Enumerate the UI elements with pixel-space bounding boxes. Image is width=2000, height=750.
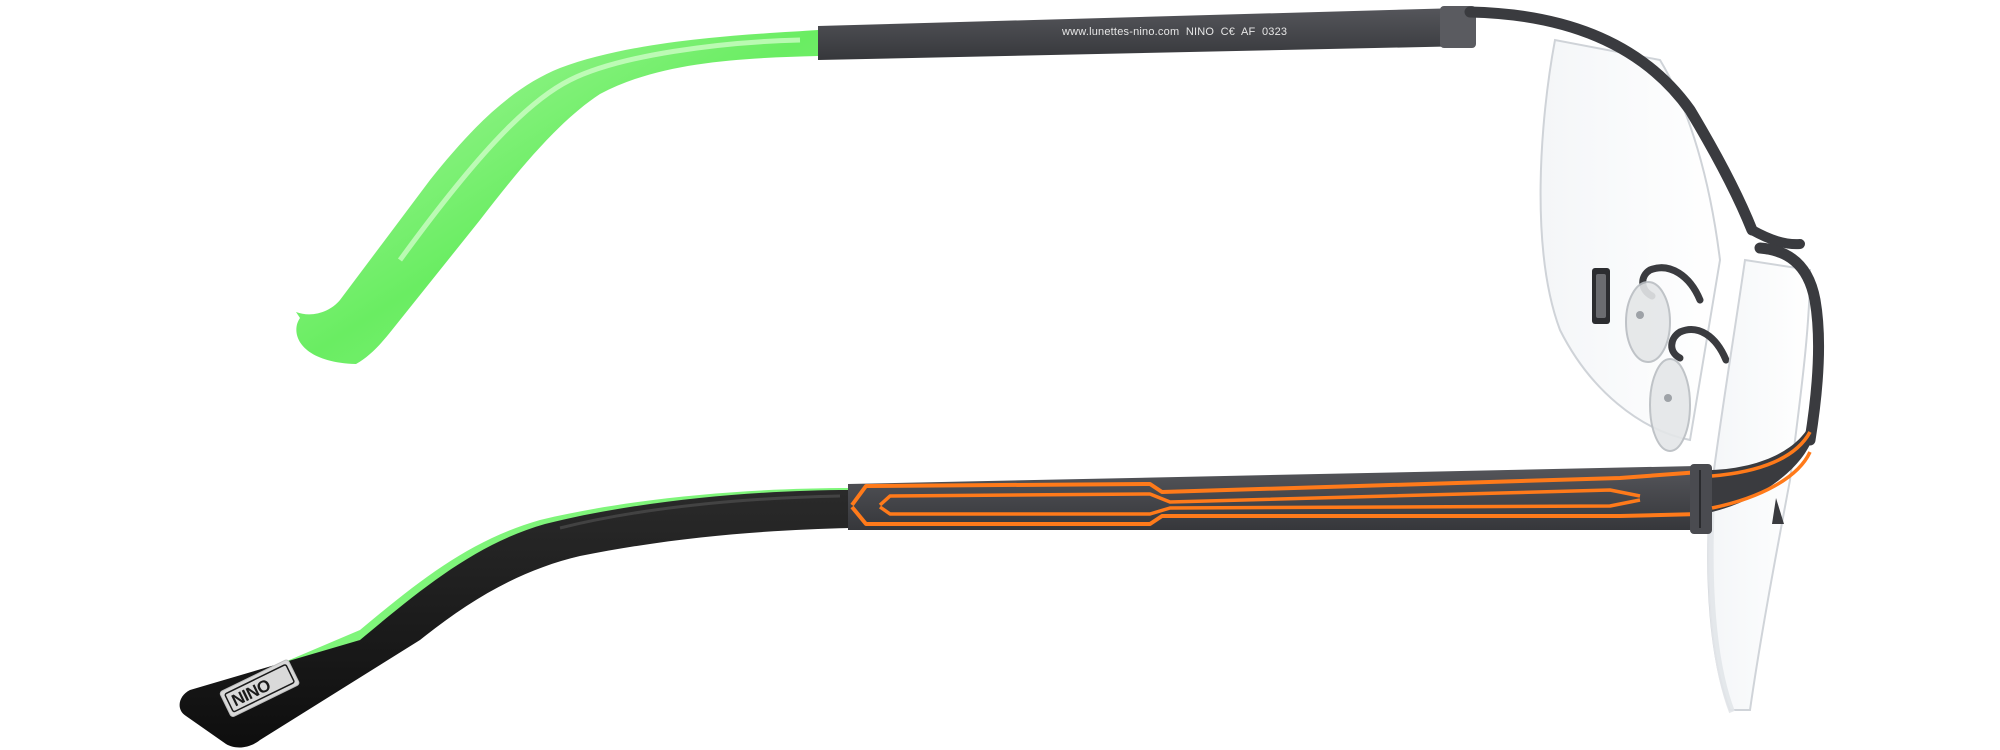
nose-pad-upper [1625, 281, 1671, 363]
far-lens [1464, 6, 1758, 442]
near-temple: NINO [179, 420, 1812, 748]
far-temple: www.lunettes-nino.com NINO C€ AF 0323 [296, 6, 1476, 364]
temple-stripe-inner [878, 488, 1641, 516]
lower-clip [1772, 498, 1784, 524]
nose-pad-arm-lower [1668, 326, 1730, 364]
temple-stripe-outer [850, 470, 1701, 526]
far-lens-rim [1464, 6, 1758, 236]
temple-imprint: www.lunettes-nino.com NINO C€ AF 0323 [1061, 26, 1287, 38]
near-temple-tip [179, 490, 850, 748]
far-temple-green-tip [296, 30, 818, 364]
far-temple-metal-bar [818, 8, 1470, 60]
near-lens-rim [1754, 242, 1825, 446]
bridge-area [1592, 225, 1805, 452]
far-temple-green-highlight [397, 37, 801, 262]
far-lens-glass [1539, 38, 1722, 442]
bridge [1747, 225, 1805, 250]
near-temple-tip-highlight [559, 494, 841, 530]
endpiece-stripe [1711, 431, 1812, 510]
nose-pad-lower [1649, 358, 1691, 452]
